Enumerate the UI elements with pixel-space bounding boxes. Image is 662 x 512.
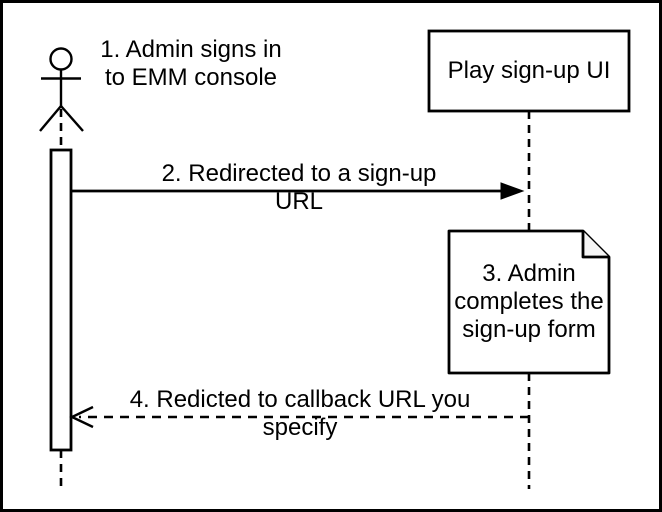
message2-label: 2. Redirected to a sign-up URL — [161, 160, 437, 215]
step1-label: 1. Admin signs in to EMM console — [100, 36, 282, 91]
diagram-shapes-layer — [39, 29, 631, 492]
actor-figure — [39, 47, 84, 132]
message4-label: 4. Redicted to callback URL you specify — [129, 386, 471, 441]
note-shape — [447, 229, 611, 375]
message4-arrowhead-icon — [69, 405, 94, 429]
actor-leg-right — [60, 105, 84, 132]
note-label: 3. Admin completes the sign-up form — [454, 260, 604, 343]
message2-arrowhead-icon — [500, 182, 525, 200]
note-fold-icon — [581, 231, 609, 259]
activation-bar — [49, 148, 73, 452]
participant-box — [427, 29, 631, 113]
actor-head-icon — [49, 47, 73, 71]
participant-label: Play sign-up UI — [447, 57, 611, 84]
actor-leg-left — [39, 105, 62, 132]
